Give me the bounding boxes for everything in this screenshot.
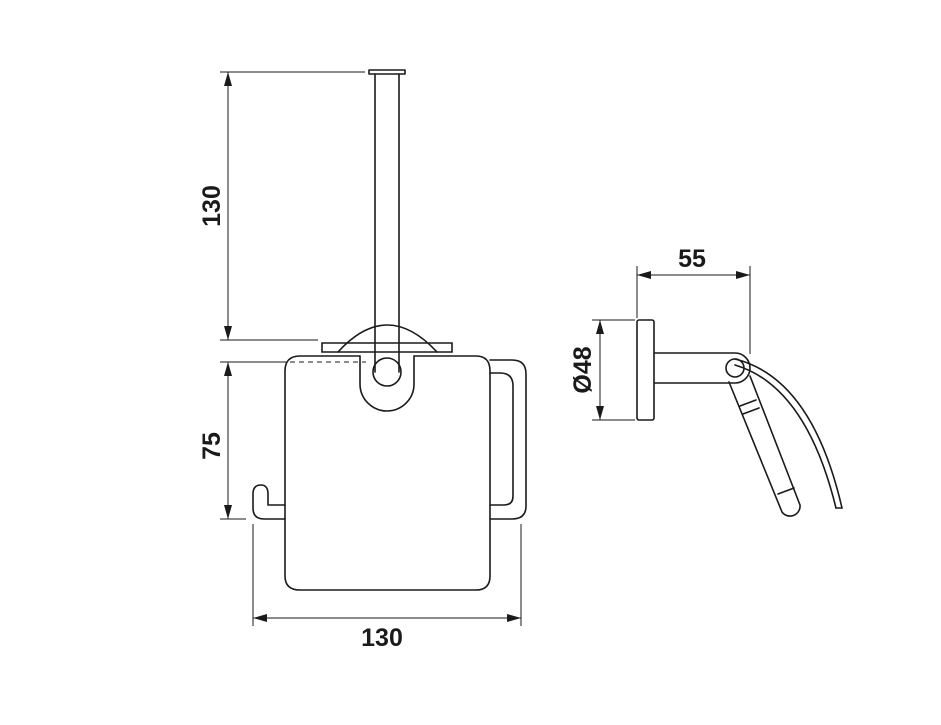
wall-rosette-side — [636, 319, 655, 421]
vertical-post — [368, 69, 406, 344]
side-cover-curve — [734, 358, 843, 509]
side-arm — [653, 352, 751, 384]
side-lever — [728, 375, 801, 517]
left-hook — [252, 484, 286, 520]
dim-projection-label: 55 — [678, 245, 706, 273]
front-view: 130 75 130 — [198, 69, 527, 652]
dimension-projection: 55 — [636, 245, 751, 354]
wall-rosette-front — [321, 324, 453, 353]
pivot-rod — [372, 342, 402, 387]
roll-arm — [489, 359, 527, 520]
dim-post-height-label: 130 — [198, 185, 226, 227]
dimension-cover-height: 75 — [198, 361, 286, 520]
dimension-overall-width: 130 — [252, 524, 522, 652]
dim-rosette-diameter-label: Ø48 — [569, 346, 597, 393]
side-view: 55 Ø48 — [569, 245, 843, 517]
cover-plate — [284, 355, 491, 591]
dimension-post-height: 130 — [198, 71, 365, 341]
dimension-rosette-diameter: Ø48 — [569, 319, 635, 421]
dim-cover-height-label: 75 — [198, 432, 226, 460]
dim-overall-width-label: 130 — [361, 624, 403, 652]
